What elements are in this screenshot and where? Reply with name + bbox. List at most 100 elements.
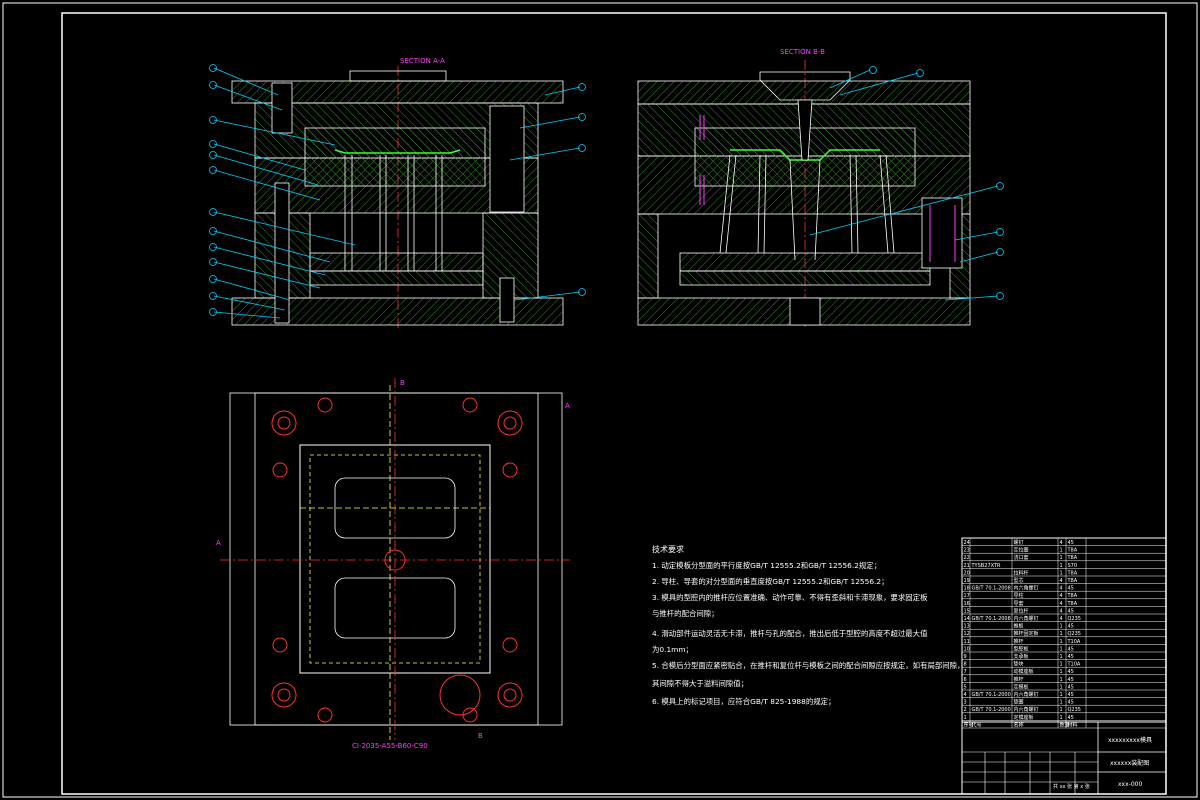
bom-cell-name: 定模座板 [1014, 714, 1034, 721]
bom-cell-name: 推板 [1014, 623, 1024, 630]
plan-caption: CI-2035-A55-B60-C90 [352, 742, 428, 750]
bom-cell-mat: T8A [1067, 578, 1078, 584]
bom-cell-name: 导套 [1014, 600, 1024, 607]
bom-cell-qty: 4 [1060, 578, 1063, 584]
bom-cell-mat: Q235 [1068, 631, 1081, 637]
section-b-title: SECTION B-B [780, 48, 825, 56]
bom-cell-no: 9 [964, 654, 967, 660]
bom-cell-mat: T8A [1067, 548, 1078, 554]
bom-cell-no: 8 [964, 662, 967, 668]
bom-cell-no: 11 [964, 639, 970, 645]
bom-cell-std: GB/T 70.1-2008 [972, 616, 1011, 622]
bom-cell-no: 17 [964, 593, 970, 599]
tech-note-3b: 与推杆的配合间隙； [652, 609, 719, 618]
tb-project: xxxxxxxxx模具 [1108, 736, 1152, 744]
bom-cell-qty: 4 [1060, 616, 1063, 622]
bom-cell-no: 1 [964, 715, 967, 721]
bom-cell-mat: T8A [1067, 555, 1078, 561]
bom-cell-mat: S70 [1068, 563, 1078, 569]
bom-cell-name: 螺钉 [1014, 539, 1024, 546]
bom-cell-no: 20 [964, 570, 970, 576]
bom-header-mat: 材料 [1068, 721, 1078, 728]
bom-cell-no: 24 [964, 540, 970, 546]
bom-cell-std: GB/T 70.1-2000 [972, 692, 1011, 698]
tb-drawing-title: xxxxxx装配图 [1110, 759, 1149, 767]
bom-cell-mat: 45 [1068, 692, 1074, 698]
bom-cell-no: 4 [964, 692, 967, 698]
bom-cell-qty: 1 [1060, 684, 1063, 690]
bom-header-name: 名称 [1014, 721, 1024, 728]
plan-letter-a-left: A [216, 539, 221, 547]
bom-cell-qty: 4 [1060, 608, 1063, 614]
bom-cell-qty: 1 [1060, 700, 1063, 706]
bom-cell-qty: 1 [1060, 662, 1063, 668]
tech-note-4b: 为0.1mm； [652, 645, 693, 654]
section-b-view: SECTION B-B [637, 48, 1004, 330]
bom-cell-name: 垫块 [1014, 661, 1024, 668]
tech-note-1: 1. 动定模板分型面的平行度按GB/T 12555.2和GB/T 12556.2… [652, 561, 881, 570]
plan-letter-a-right: A [565, 402, 570, 410]
bom-cell-no: 23 [964, 548, 970, 554]
bom-cell-no: 3 [964, 700, 967, 706]
bom-cell-name: 推杆 [1014, 638, 1024, 645]
tb-code: xxx-000 [1118, 781, 1142, 788]
bom-cell-no: 15 [964, 608, 970, 614]
bom-cell-name: 型芯 [1014, 577, 1024, 584]
bom-cell-name: 推杆固定板 [1014, 630, 1039, 637]
bom-cell-qty: 4 [1060, 601, 1063, 607]
bom-cell-mat: 45 [1068, 700, 1074, 706]
bom-cell-mat: 45 [1068, 586, 1074, 592]
bom-cell-no: 2 [964, 707, 967, 713]
bom-cell-qty: 1 [1060, 563, 1063, 569]
bom-cell-qty: 1 [1060, 639, 1063, 645]
bom-cell-qty: 4 [1060, 586, 1063, 592]
bom-cell-mat: 45 [1068, 677, 1074, 683]
bom-cell-name: 内六角螺钉 [1014, 615, 1039, 622]
tech-notes-heading: 技术要求 [652, 544, 684, 554]
bom-cell-mat: 45 [1068, 624, 1074, 630]
bom-cell-qty: 1 [1060, 692, 1063, 698]
bom-cell-mat: 45 [1068, 654, 1074, 660]
bom-header-std: 代号 [972, 721, 982, 728]
bom-cell-qty: 4 [1060, 593, 1063, 599]
bom-cell-mat: 45 [1068, 669, 1074, 675]
bom-cell-std: GB/T 70.1-2000 [972, 707, 1011, 713]
bom-cell-no: 12 [964, 631, 970, 637]
plan-view: B B A A CI-2035-A55-B60-C90 [216, 378, 570, 750]
tech-note-2: 2. 导柱、导套的对分型面的垂直度按GB/T 12555.2和GB/T 1255… [652, 577, 888, 586]
plan-letter-b-bottom: B [478, 732, 483, 740]
bom-cell-name: 推杆 [1014, 676, 1024, 683]
section-a-title: SECTION A-A [400, 57, 445, 65]
tech-note-6: 6. 模具上的标记项目，应符合GB/T 825-1988的规定； [652, 697, 835, 706]
bom-cell-name: 内六角螺钉 [1014, 691, 1039, 698]
bom-cell-qty: 1 [1060, 570, 1063, 576]
bom-cell-qty: 1 [1060, 669, 1063, 675]
bom-cell-no: 19 [964, 578, 970, 584]
tech-note-5b: 其间隙不得大于溢料间隙值； [652, 679, 748, 688]
bom-header-qty: 数量 [1060, 721, 1070, 728]
bom-cell-name: 定模板 [1014, 683, 1029, 690]
bom-cell-name: 型腔板 [1014, 645, 1029, 652]
bom-cell-mat: T8A [1067, 601, 1078, 607]
bom-cell-name: 内六角螺钉 [1014, 706, 1039, 713]
bom-cell-qty: 1 [1060, 715, 1063, 721]
bom-cell-qty: 1 [1060, 548, 1063, 554]
section-a-view: SECTION A-A [209, 57, 586, 330]
bom-cell-no: 13 [964, 624, 970, 630]
title-block: xxxxxxxxx模具 xxxxxx装配图 xxx-000 共 xx 张 第 x… [961, 721, 1167, 795]
bom-header-no: 序号 [964, 721, 974, 728]
bom-cell-qty: 1 [1060, 646, 1063, 652]
bom-cell-no: 22 [964, 555, 970, 561]
bom-cell-mat: Q235 [1068, 616, 1081, 622]
bom-cell-name: 导柱 [1014, 592, 1024, 599]
bom-cell-mat: T8A [1067, 593, 1078, 599]
bom-cell-no: 14 [964, 616, 970, 622]
bom-cell-no: 5 [964, 684, 967, 690]
bom-cell-mat: 45 [1068, 540, 1074, 546]
bom-cell-qty: 1 [1060, 677, 1063, 683]
tech-note-3: 3. 模具的型腔内的推杆应位置准确、动作可靠、不得有歪斜和卡滞现象，要求固定板 [652, 593, 928, 602]
bom-cell-mat: T10A [1067, 662, 1081, 668]
bom-cell-no: 6 [964, 677, 967, 683]
